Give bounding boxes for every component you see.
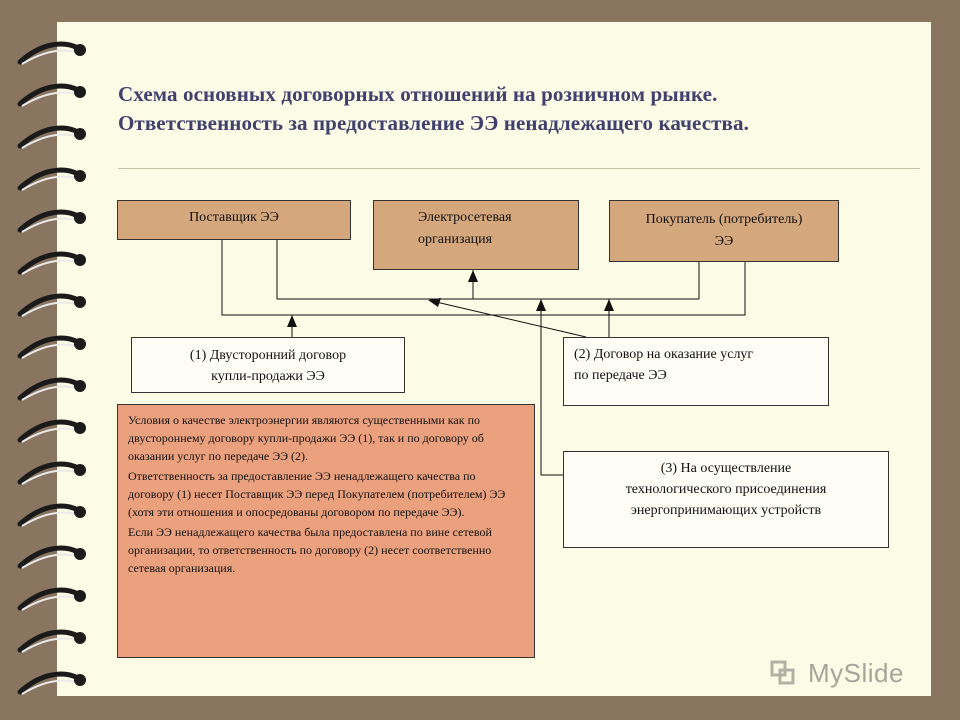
note-paragraph-1: Условия о качестве электроэнергии являют… — [128, 413, 484, 463]
binding-ring — [17, 335, 86, 359]
binding-ring — [17, 461, 86, 485]
contract2-label-line-1: (2) Договор на оказание услуг — [574, 347, 754, 362]
binding-ring — [17, 41, 86, 65]
buyer-label-line-1: Покупатель (потребитель) — [645, 212, 803, 227]
contract-2-box: (2) Договор на оказание услуг по передач… — [563, 337, 829, 406]
connector-contract2-diagonal — [431, 300, 587, 338]
spiral-binding — [17, 41, 86, 695]
myslide-logo: MySlide — [766, 656, 926, 692]
binding-ring — [17, 419, 86, 443]
slide-title: Схема основных договорных отношений на р… — [118, 80, 938, 138]
quality-note-box: Условия о качестве электроэнергии являют… — [117, 404, 535, 658]
title-line-2: Ответственность за предоставление ЭЭ нен… — [118, 111, 749, 135]
supplier-label: Поставщик ЭЭ — [189, 210, 279, 225]
binding-ring — [17, 83, 86, 107]
binding-ring — [17, 545, 86, 569]
grid-org-label-line-1: Электросетевая — [418, 210, 512, 225]
buyer-box: Покупатель (потребитель) ЭЭ — [609, 200, 839, 262]
myslide-logo-icon — [770, 660, 795, 685]
arrow-contract1 — [287, 315, 297, 327]
binding-ring — [17, 167, 86, 191]
buyer-label-line-2: ЭЭ — [714, 234, 734, 249]
connector-supplier-grid-buyer — [276, 240, 700, 300]
logo-text: MySlide — [808, 658, 904, 688]
arrow-contract3 — [536, 299, 546, 311]
binding-ring — [17, 587, 86, 611]
title-divider — [118, 168, 920, 169]
contract2-label-line-2: по передаче ЭЭ — [574, 368, 667, 383]
binding-ring — [17, 377, 86, 401]
title-line-1: Схема основных договорных отношений на р… — [118, 82, 718, 106]
arrow-diagonal — [428, 298, 441, 307]
contract-1-box: (1) Двусторонний договор купли-продажи Э… — [131, 337, 405, 393]
grid-org-label-line-2: организация — [418, 232, 493, 247]
contract1-label-line-1: (1) Двусторонний договор — [189, 348, 347, 363]
grid-organization-box: Электросетевая организация — [373, 200, 579, 270]
binding-ring — [17, 503, 86, 527]
arrow-grid-org — [468, 270, 478, 282]
note-paragraph-2: Ответственность за предоставление ЭЭ нен… — [128, 469, 506, 519]
connector-contract3 — [540, 299, 563, 476]
binding-ring — [17, 251, 86, 275]
binding-ring — [17, 629, 86, 653]
arrow-contract2 — [604, 299, 614, 311]
supplier-box: Поставщик ЭЭ — [117, 200, 351, 240]
contract3-label-line-2: технологического присоединения — [625, 482, 827, 497]
note-paragraph-3: Если ЭЭ ненадлежащего качества была пред… — [128, 525, 492, 575]
connector-supplier-buyer — [221, 240, 746, 316]
binding-ring — [17, 125, 86, 149]
contract-3-box: (3) На осуществление технологического пр… — [563, 451, 889, 548]
binding-ring — [17, 209, 86, 233]
contract3-label-line-1: (3) На осуществление — [660, 461, 792, 476]
binding-ring — [17, 671, 86, 695]
contract1-label-line-2: купли-продажи ЭЭ — [211, 369, 325, 384]
contract3-label-line-3: энергопринимающих устройств — [630, 503, 822, 518]
binding-ring — [17, 293, 86, 317]
